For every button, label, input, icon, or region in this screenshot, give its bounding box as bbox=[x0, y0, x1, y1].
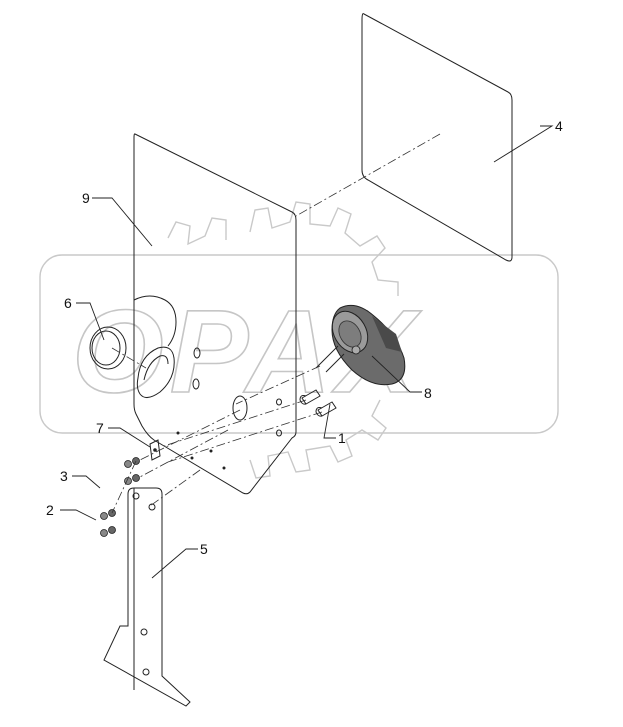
assembly-lines bbox=[111, 133, 441, 514]
parts-2-3-nuts-washers bbox=[100, 457, 140, 537]
watermark-logo: OPAX bbox=[39, 201, 559, 479]
callout-labels: 9 6 4 7 3 2 5 8 1 bbox=[46, 118, 563, 557]
callout-5: 5 bbox=[200, 541, 208, 557]
callout-4: 4 bbox=[555, 118, 563, 134]
callout-6: 6 bbox=[64, 295, 72, 311]
callout-1: 1 bbox=[338, 430, 346, 446]
callout-7: 7 bbox=[96, 420, 104, 436]
callout-2: 2 bbox=[46, 502, 54, 518]
part-4-glass-panel bbox=[361, 13, 513, 262]
part-7-clip bbox=[149, 439, 161, 461]
part-5-support-bracket bbox=[103, 487, 191, 707]
part-1-screws bbox=[299, 389, 337, 417]
callout-8: 8 bbox=[424, 385, 432, 401]
part-8-meter bbox=[315, 304, 406, 386]
part-9-mounting-plate bbox=[133, 133, 297, 495]
part-6-lens bbox=[89, 326, 175, 398]
leader-lines bbox=[60, 125, 554, 579]
callout-9: 9 bbox=[82, 190, 90, 206]
nut-group-lower bbox=[100, 509, 116, 537]
callout-3: 3 bbox=[60, 468, 68, 484]
